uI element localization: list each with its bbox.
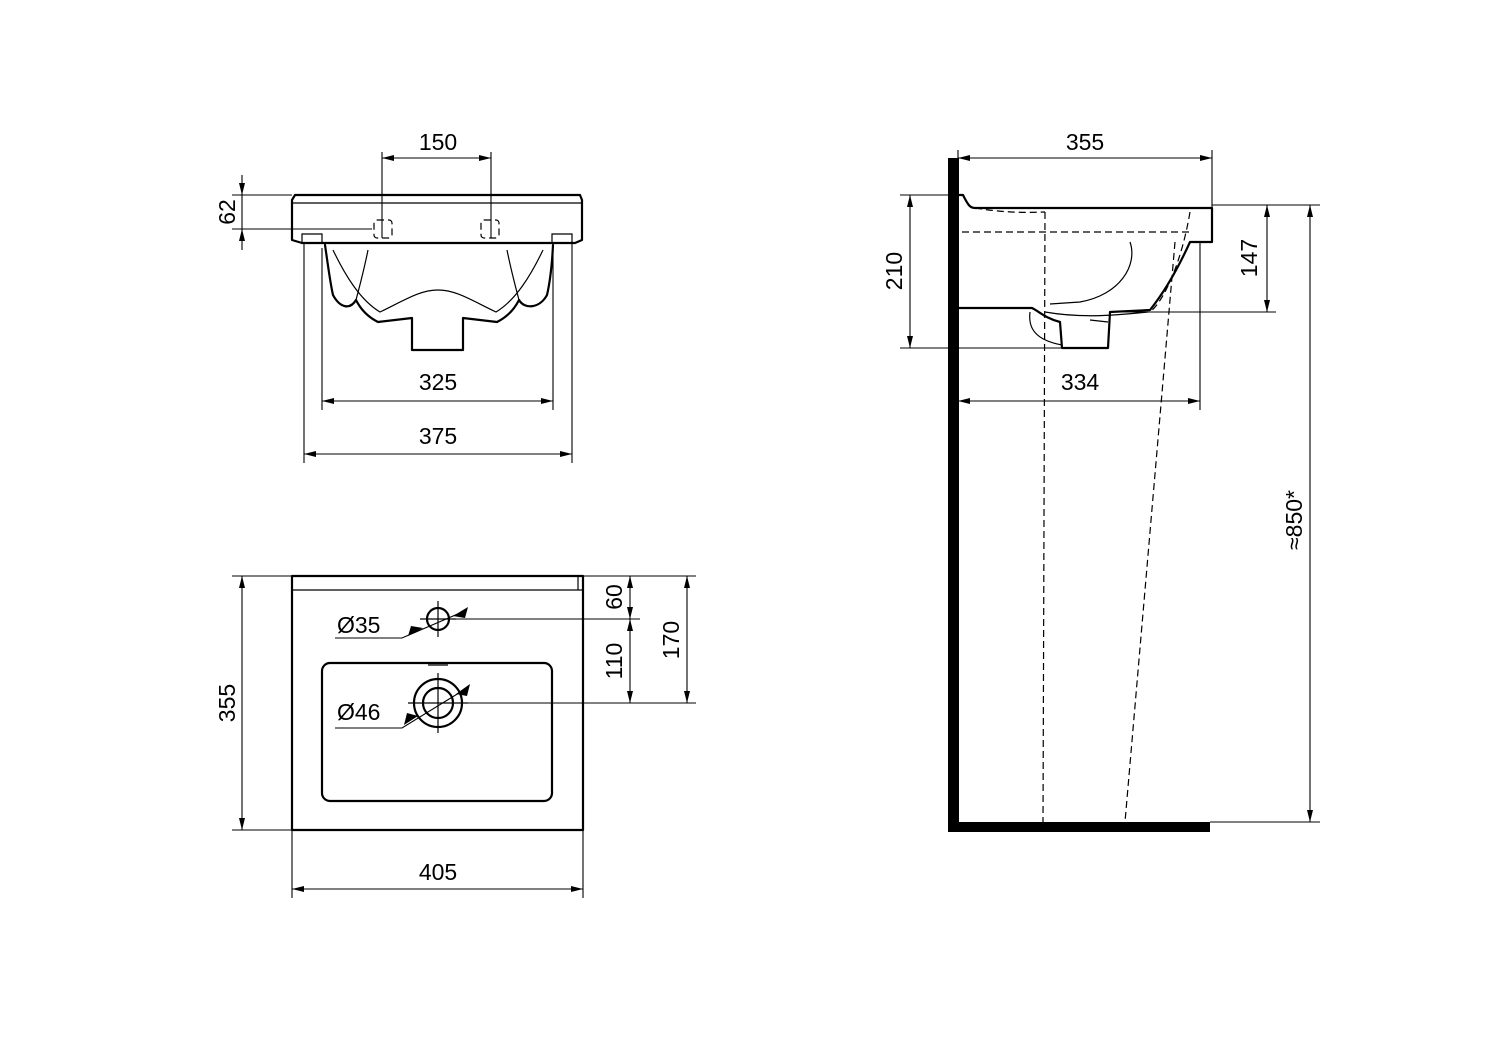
dim-tap-hole-diameter: Ø35 xyxy=(337,612,380,638)
dim-to-drain: 170 xyxy=(658,621,684,659)
floor xyxy=(948,822,1210,832)
dim-side-depth: 355 xyxy=(1066,129,1104,155)
dim-top-depth: 355 xyxy=(214,684,240,722)
basin-front-slab xyxy=(290,193,584,245)
dim-projection: 334 xyxy=(1061,369,1100,395)
dim-side-height: 210 xyxy=(881,252,907,290)
wall xyxy=(948,158,959,832)
basin-bowl-front xyxy=(323,243,555,352)
dim-bowl-depth: 147 xyxy=(1236,239,1262,277)
top-view: Ø35 Ø46 60 110 170 355 405 xyxy=(214,574,696,898)
dim-tap-spacing: 150 xyxy=(419,129,457,155)
dim-top-width: 405 xyxy=(419,859,457,885)
basin-side-profile xyxy=(957,193,1214,350)
side-view: 355 210 147 334 ≈850* xyxy=(881,129,1320,832)
dim-tap-to-drain: 110 xyxy=(601,643,627,680)
front-view: 150 62 325 375 xyxy=(214,129,584,463)
basin-bowl-top xyxy=(320,661,554,803)
tap-hole-marker-left xyxy=(373,219,393,239)
dim-install-height: ≈850* xyxy=(1281,490,1307,550)
dim-outer-width: 375 xyxy=(419,423,457,449)
dim-drain-hole-diameter: Ø46 xyxy=(337,699,380,725)
dim-to-tap: 60 xyxy=(601,584,627,610)
tap-hole-marker-right xyxy=(480,219,500,239)
dim-front-height: 62 xyxy=(214,199,240,225)
dim-inner-width: 325 xyxy=(419,369,457,395)
